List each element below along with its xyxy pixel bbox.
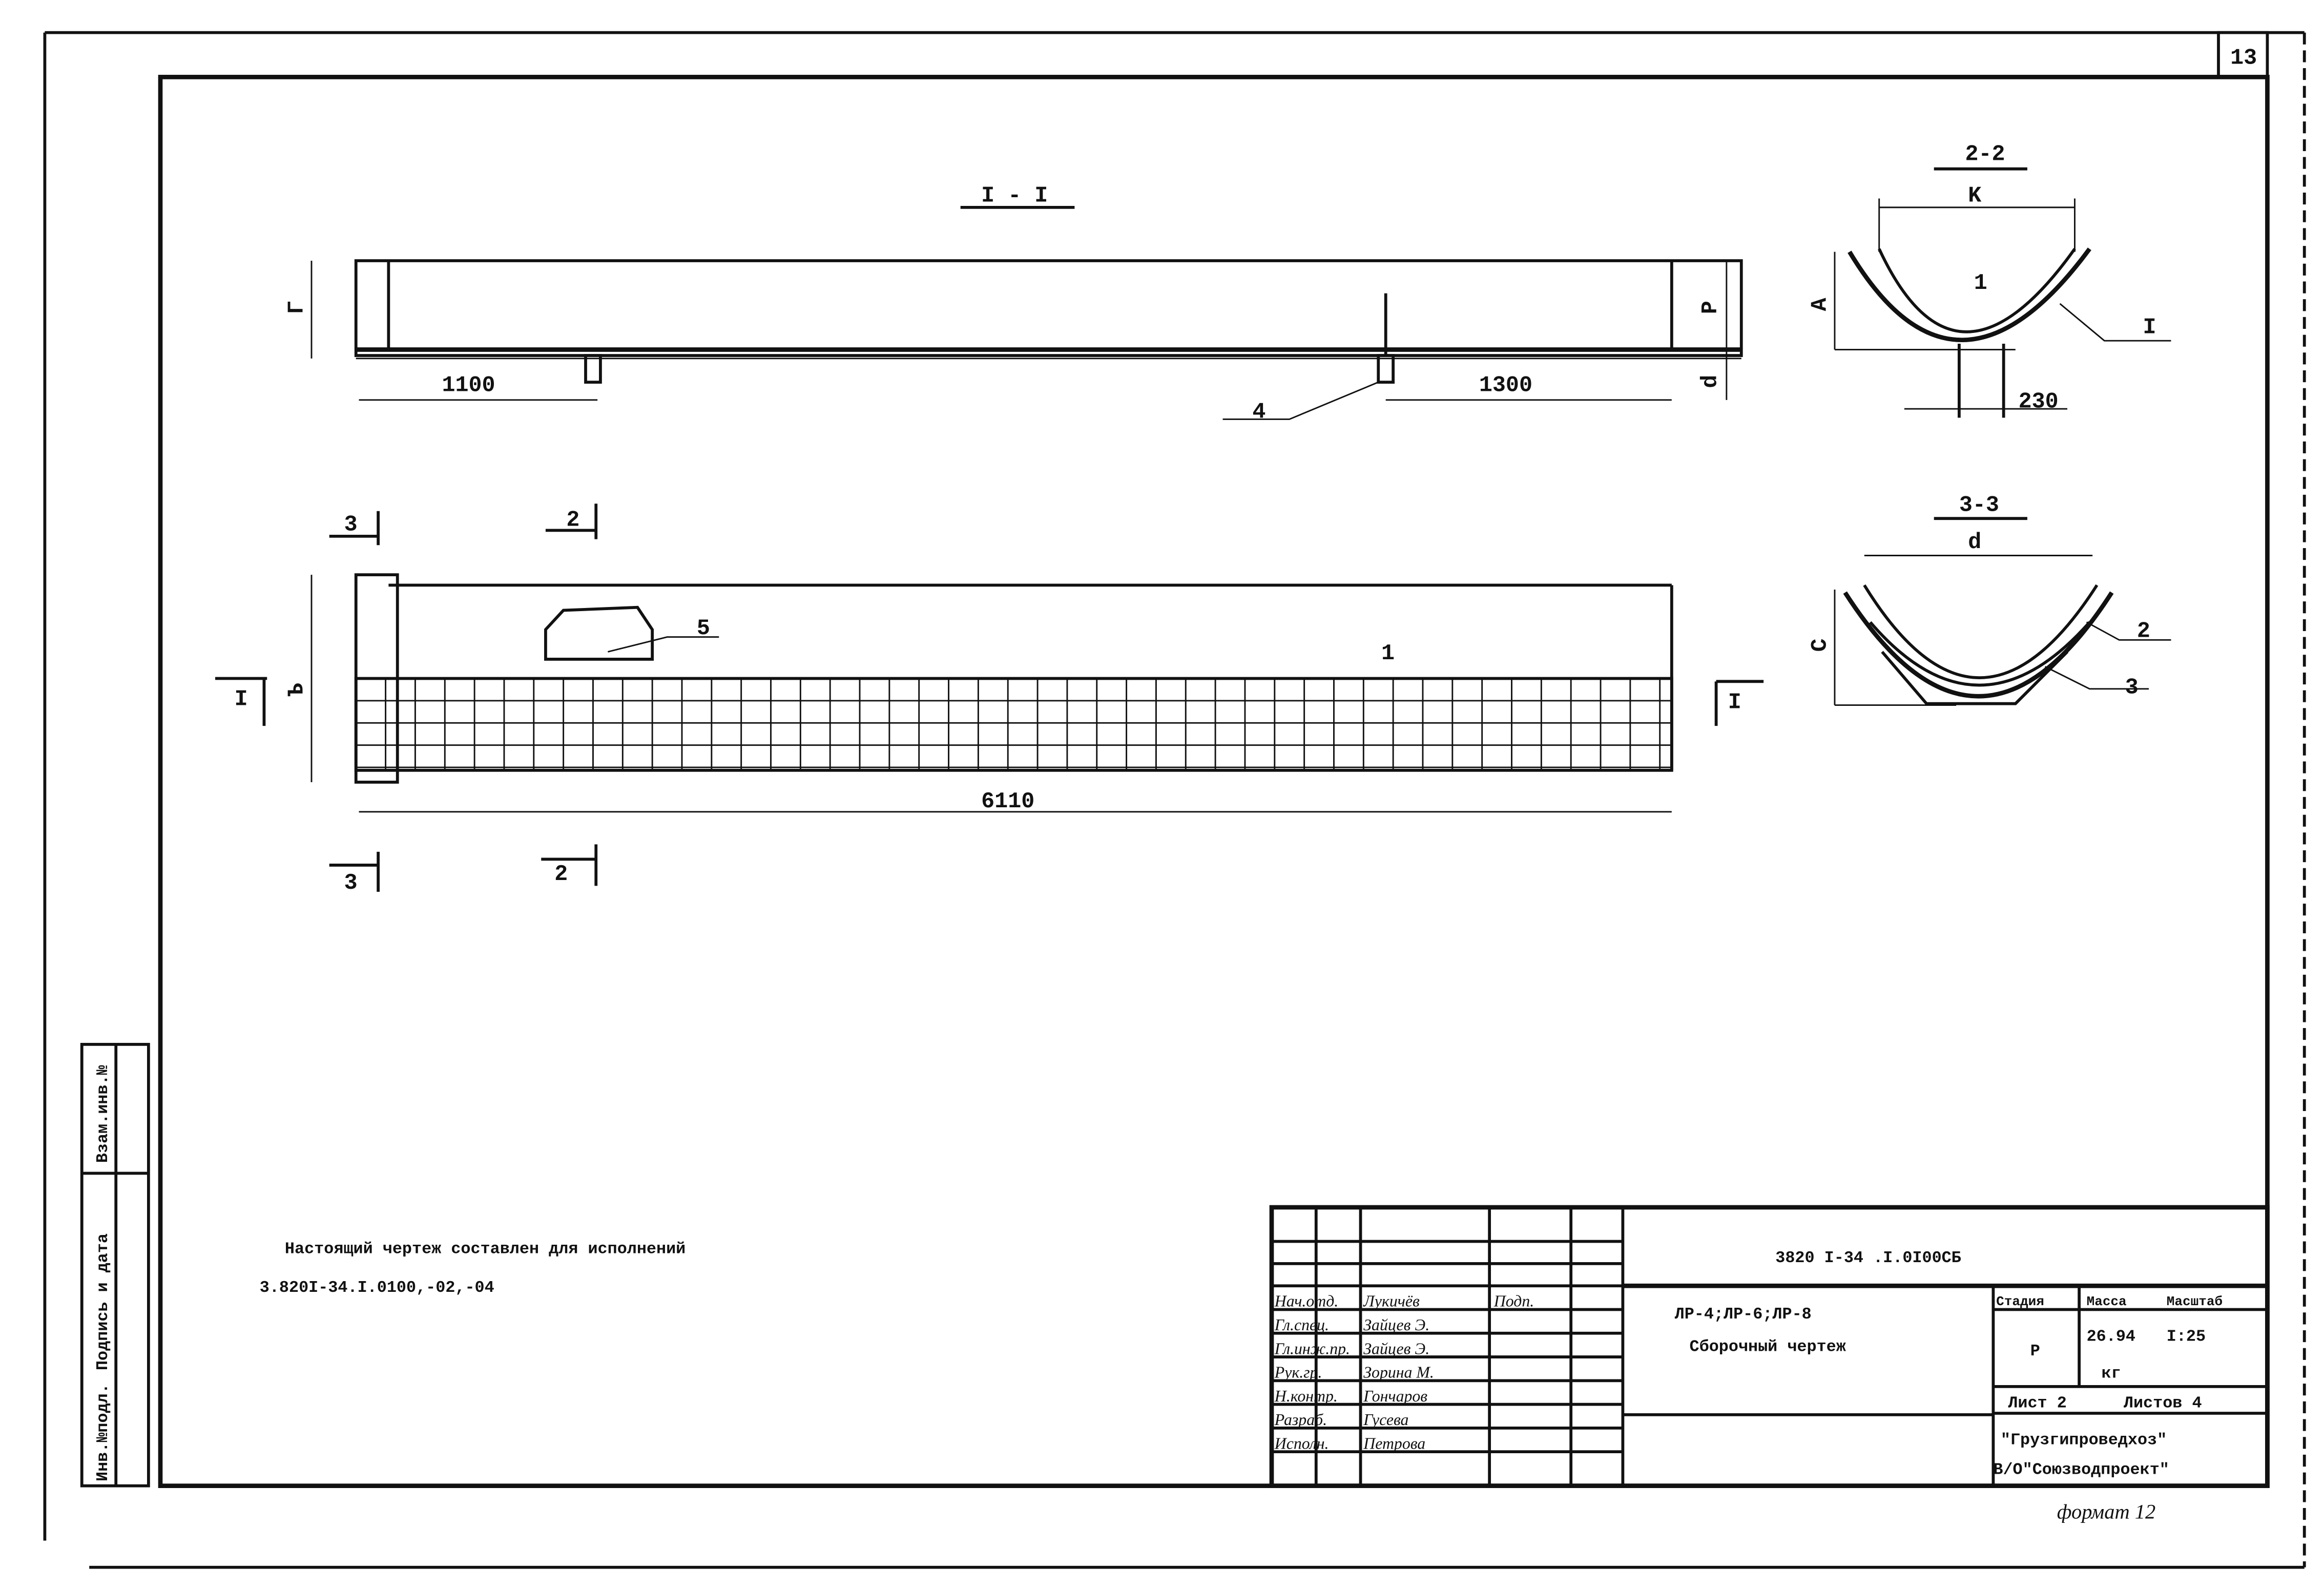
mass-header: Масса: [2087, 1294, 2127, 1309]
signature-name: Зайцев Э.: [1363, 1339, 1429, 1357]
side-strip: [80, 1042, 150, 1488]
scale-value: I:25: [2167, 1327, 2206, 1346]
longitudinal-section: [310, 259, 1743, 420]
sheet-corner-number: 13: [2230, 46, 2257, 71]
section-3-title: 3-3: [1959, 493, 1999, 518]
side-label-replace: Взам.инв.№: [94, 1065, 112, 1163]
dim-plan-height: Ъ: [285, 683, 310, 696]
dim-section2-height: A: [1808, 297, 1833, 311]
callout-5: 5: [697, 616, 710, 641]
signature-name: Гончаров: [1363, 1387, 1427, 1405]
signature-role: Н.контр.: [1274, 1387, 1338, 1405]
dim-right-depth: d: [1698, 375, 1724, 388]
dim-section2-base: 230: [2019, 389, 2059, 414]
dim-right-height: Р: [1698, 301, 1724, 314]
section3-callout-2: 2: [2137, 619, 2150, 644]
signature-rows: Нач.отд. Лукичёв Подп. Гл.спец. Зайцев Э. Гл.…: [1274, 1292, 1534, 1453]
section3-callout-3: 3: [2125, 675, 2139, 700]
dim-section3-height: C: [1808, 638, 1833, 652]
signature-role: Нач.отд.: [1274, 1292, 1338, 1310]
section-mark-2-bottom: 2: [554, 862, 568, 887]
section-mark-I-right: I: [1728, 690, 1741, 715]
mass-value: 26.94: [2087, 1327, 2135, 1346]
section-mark-3-top: 3: [344, 512, 358, 537]
section2-callout-I: I: [2143, 316, 2156, 341]
dim-total-length: 6110: [981, 789, 1034, 814]
stage-value: Р: [2030, 1342, 2040, 1360]
stage-header: Стадия: [1996, 1294, 2044, 1309]
side-label-inv: Инв.№подл.: [94, 1384, 112, 1481]
reinforcement-mesh: [355, 678, 1672, 770]
section-mark-I-left: I: [235, 687, 248, 713]
section-1-title: I - I: [981, 183, 1048, 208]
dim-right-offset: 1300: [1479, 373, 1532, 398]
plan-view: [310, 573, 1673, 813]
sheet-number: Лист 2: [2008, 1394, 2067, 1412]
signature-role: Исполн.: [1274, 1434, 1329, 1452]
signature-role: Гл.инж.пр.: [1274, 1339, 1350, 1357]
doc-type: Сборочный чертеж: [1690, 1337, 1846, 1356]
section2-callout-1: 1: [1974, 271, 1987, 296]
section-mark-3-bottom: 3: [344, 871, 358, 896]
callout-1: 1: [1381, 641, 1395, 666]
scale-header: Масштаб: [2167, 1294, 2223, 1309]
section-2-title: 2-2: [1965, 142, 2005, 167]
sheets-total: Листов 4: [2124, 1394, 2202, 1412]
cross-section-2: [1834, 198, 2171, 418]
dim-section2-width: K: [1968, 183, 1982, 208]
signature-name: Зайцев Э.: [1363, 1316, 1429, 1334]
note-line-1: Настоящий чертеж составлен для исполнени…: [285, 1240, 686, 1259]
org-line-1: "Грузгипроведхоз": [2001, 1431, 2167, 1450]
signature-name: Петрова: [1363, 1434, 1425, 1452]
signature-role: Гл.спец.: [1274, 1316, 1329, 1334]
signature-name: Зорина М.: [1363, 1364, 1434, 1381]
product-names: ЛР-4;ЛР-6;ЛР-8: [1675, 1305, 1812, 1324]
mass-unit: кг: [2102, 1365, 2121, 1383]
signature-role: Разраб.: [1274, 1411, 1327, 1429]
signature-role: Рук.гр.: [1274, 1364, 1322, 1381]
signature-date: Подп.: [1493, 1292, 1534, 1310]
title-block: [1269, 1205, 2270, 1489]
side-label-sign: Подпись и дата: [94, 1233, 112, 1370]
doc-code: 3820 I-34 .I.0I00СБ: [1775, 1249, 1961, 1267]
sheet-frame: [43, 31, 2306, 1569]
signature-name: Лукичёв: [1363, 1292, 1420, 1310]
note-line-2: 3.820I-34.I.0100,-02,-04: [260, 1279, 494, 1297]
format-label: формат 12: [2057, 1500, 2156, 1523]
signature-name: Гусева: [1363, 1411, 1408, 1429]
dim-left-offset: 1100: [442, 373, 495, 398]
org-line-2: В/О"Союзводпроект": [1993, 1461, 2169, 1479]
dim-section3-width: d: [1968, 530, 1981, 555]
section-marks: [215, 504, 1764, 892]
cross-section-3: [1834, 555, 2171, 706]
callout-4: 4: [1252, 400, 1265, 425]
dim-side-height: Г: [285, 301, 310, 314]
